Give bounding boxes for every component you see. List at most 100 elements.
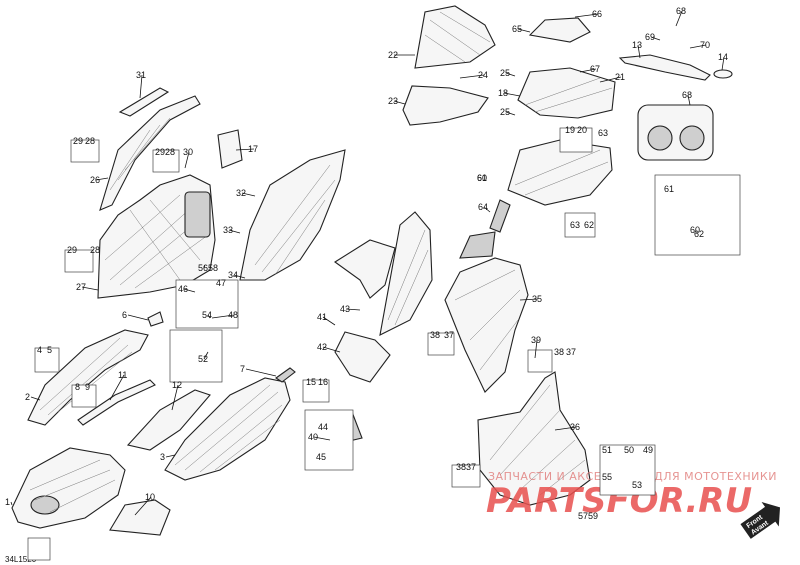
callout-number: 62 <box>584 220 594 230</box>
callout-leader <box>127 314 149 321</box>
callout-number: 23 <box>388 96 398 106</box>
callout-labels <box>27 127 656 561</box>
part-1-emblem <box>30 495 60 515</box>
callout-number: 53 <box>632 480 642 490</box>
callout-number: 47 <box>216 278 226 288</box>
callout-leader <box>503 92 521 97</box>
part-26-rail <box>99 95 201 211</box>
callout-number: 59 <box>588 511 598 521</box>
callout-number: 13 <box>632 40 642 50</box>
callout-leader <box>211 314 235 319</box>
callout-number: 51 <box>602 445 612 455</box>
callout-number: 22 <box>388 50 398 60</box>
callout-leader <box>554 426 577 431</box>
callout-number: 46 <box>178 284 188 294</box>
callout-number: 10 <box>145 492 155 502</box>
callout-number: 29 <box>155 147 165 157</box>
callout-number: 31 <box>136 70 146 80</box>
callout-number: 28 <box>85 136 95 146</box>
callout-number: 25 <box>500 107 510 117</box>
callout-leader <box>134 496 152 516</box>
callout-leader <box>650 36 661 41</box>
callout-number: 45 <box>316 452 326 462</box>
callout-number: 54 <box>202 310 212 320</box>
callout-number: 38 <box>554 347 564 357</box>
callout-leader <box>10 501 13 506</box>
callout-number: 17 <box>248 144 258 154</box>
callout-number: 35 <box>532 294 542 304</box>
callout-leader <box>459 74 485 79</box>
callout-leader <box>95 177 109 181</box>
callout-number: 15 <box>306 377 316 387</box>
callout-number: 60 <box>690 225 700 235</box>
callout-leader <box>574 13 599 18</box>
callout-number: 50 <box>624 445 634 455</box>
part-71-headlight <box>507 139 613 206</box>
callout-number: 14 <box>718 52 728 62</box>
callout-number: 64 <box>478 202 488 212</box>
callout-number: 6 <box>122 310 127 320</box>
callout-number: 16 <box>318 377 328 387</box>
callout-number: 52 <box>198 354 208 364</box>
part-3-lower-fairing <box>164 377 291 481</box>
callout-number: 38 <box>456 462 466 472</box>
callout-number: 12 <box>172 380 182 390</box>
callout-number: 7 <box>240 364 245 374</box>
callout-number: 9 <box>85 382 90 392</box>
part-14-cap <box>713 69 733 79</box>
callout-number: 11 <box>118 370 127 380</box>
part-73-cover <box>528 17 591 43</box>
part-76-lens-right <box>679 125 705 151</box>
part-35-side-panel <box>444 257 529 393</box>
callout-leader <box>322 316 336 326</box>
part-11-strip <box>77 379 156 426</box>
callout-number: 44 <box>318 422 328 432</box>
callout-leader <box>109 374 125 401</box>
diagram-code: 34L1520 <box>5 555 37 564</box>
callout-number: 60 <box>477 173 487 183</box>
callout-number: 27 <box>76 282 86 292</box>
callout-number: 26 <box>90 175 100 185</box>
callout-number: 69 <box>645 32 655 42</box>
part-10-panel <box>109 499 171 536</box>
callout-number: 37 <box>466 462 476 472</box>
callout-number: 34 <box>228 270 238 280</box>
callout-leader <box>165 454 176 458</box>
callout-leader <box>687 94 691 106</box>
callout-number: 66 <box>592 9 602 19</box>
callout-leader <box>505 111 516 116</box>
callout-number: 1 <box>5 497 10 507</box>
callout-number: 29 <box>67 245 77 255</box>
callout-number: 68 <box>676 6 686 16</box>
callout-leader <box>579 68 597 73</box>
callout-leader <box>139 74 143 99</box>
callout-number: 30 <box>183 147 193 157</box>
part-13-trim <box>618 54 711 81</box>
part-27-vent <box>184 191 211 238</box>
part-31-trim <box>118 87 170 117</box>
part-41-panel <box>334 239 396 299</box>
callout-leader <box>637 44 641 59</box>
callout-leader <box>30 396 41 401</box>
callout-number: 68 <box>682 90 692 100</box>
part-6-clip <box>147 311 164 327</box>
callout-leader <box>171 384 179 411</box>
callout-leader <box>393 100 406 105</box>
callout-leader <box>245 368 277 377</box>
callout-number: 48 <box>228 310 238 320</box>
callout-number: 28 <box>165 147 175 157</box>
callout-number: 20 <box>577 125 587 135</box>
callout-number: 61 <box>664 184 674 194</box>
part-grille <box>459 231 496 259</box>
callout-number: 18 <box>498 88 508 98</box>
part-1-nose <box>11 447 126 529</box>
part-43-panel <box>379 211 433 336</box>
part-23-lower-screen <box>402 85 489 126</box>
callout-leader <box>228 229 241 234</box>
callout-leader <box>534 339 538 359</box>
callout-number: 37 <box>444 330 454 340</box>
callout-leader <box>184 151 190 169</box>
callout-leader <box>235 148 255 151</box>
callout-number: 28 <box>90 245 100 255</box>
callout-number: 39 <box>531 335 541 345</box>
